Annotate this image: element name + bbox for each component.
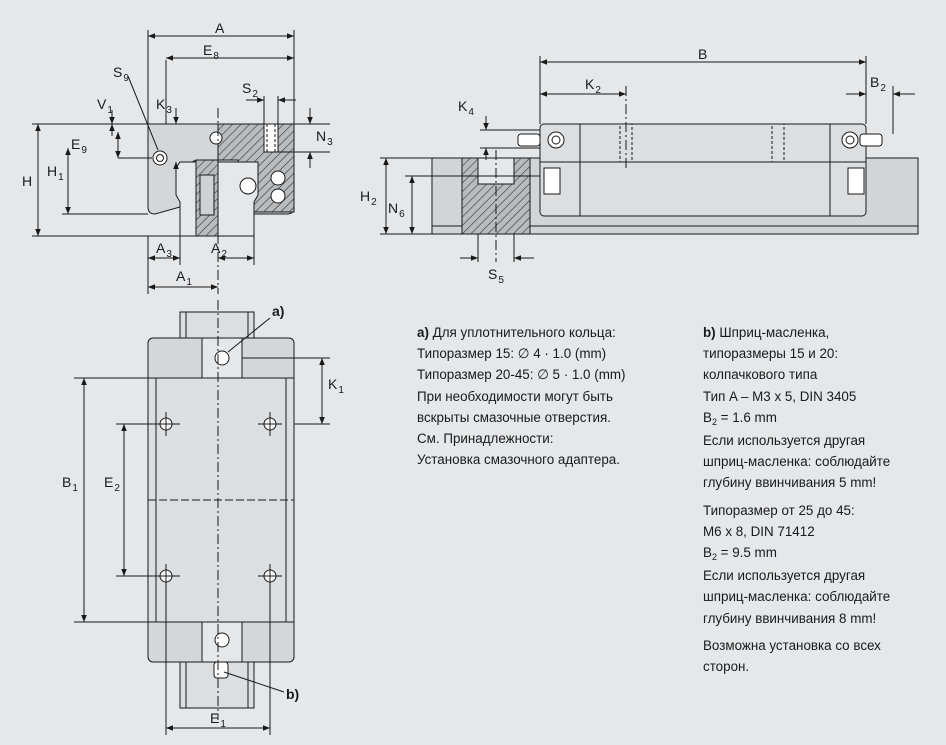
dim-K2: K2 — [585, 76, 601, 96]
dim-V1: V1 — [97, 96, 113, 116]
notes-b-line: колпачкового типа — [703, 367, 818, 383]
notes-b-line: Тип A – M3 x 5, DIN 3405 — [703, 388, 857, 404]
dim-A2: A2 — [211, 240, 227, 260]
dim-B: B — [698, 46, 708, 62]
side-block — [539, 123, 867, 217]
dim-N3: N3 — [316, 128, 333, 148]
notes-b-b2-line: B2 = 9.5 mm — [703, 545, 777, 563]
dim-E1: E1 — [210, 710, 226, 730]
side-view — [380, 56, 919, 262]
notes-a-line: См. Принадлежности: — [417, 431, 554, 447]
dim-A: A — [215, 20, 225, 36]
notes-a-line: Для уплотнительного кольца: — [432, 325, 616, 340]
notes-b-marker: b) — [703, 325, 716, 340]
dim-S5: S5 — [488, 266, 504, 286]
dim-E8: E8 — [203, 42, 219, 62]
dim-H1: H1 — [47, 163, 64, 183]
ball-circle — [239, 177, 257, 195]
notes-a-line: Типоразмер 15: ∅ 4 · 1.0 (mm) — [417, 346, 607, 362]
notes-b-line: M6 x 8, DIN 71412 — [703, 523, 815, 539]
dim-K3: K3 — [156, 96, 172, 116]
notes-b: b) Шприц-масленка, типоразмеры 15 и 20: … — [703, 322, 890, 677]
dim-A3: A3 — [156, 240, 172, 260]
dim-K4: K4 — [458, 98, 474, 118]
notes-b-line: Типоразмер от 25 до 45: — [703, 502, 855, 518]
dim-B1: B1 — [62, 474, 78, 494]
dim-H2: H2 — [360, 188, 377, 208]
notes-b-line: Возможна установка со всех — [703, 637, 881, 653]
callout-b: b) — [286, 686, 300, 702]
notes-b-line: глубину ввинчивания 5 mm! — [703, 475, 877, 491]
dim-S9: S9 — [113, 64, 129, 84]
notes-b-line: шприц-масленка: соблюдайте — [703, 454, 891, 470]
callout-a: a) — [272, 303, 285, 319]
notes-b-b2-line: B2 = 1.6 mm — [703, 409, 777, 427]
notes-b-line: Шприц-масленка, — [719, 325, 830, 340]
notes-a-marker: a) — [417, 325, 429, 340]
notes-b-line: Если используется другая — [703, 433, 866, 449]
dim-K1: K1 — [328, 376, 344, 396]
notes-a-line: вскрыты смазочные отверстия. — [417, 409, 611, 425]
notes-b-line: шприц-масленка: соблюдайте — [703, 589, 891, 605]
front-view — [32, 30, 330, 294]
notes-a-line: Установка смазочного адаптера. — [417, 452, 620, 468]
dim-N6: N6 — [388, 200, 405, 220]
dim-B2: B2 — [870, 74, 886, 94]
lube-fitting-circle — [152, 150, 168, 166]
dim-S2: S2 — [242, 80, 258, 100]
dim-H: H — [22, 173, 33, 189]
top-view — [74, 300, 330, 735]
dim-E2: E2 — [104, 474, 120, 494]
notes-b-line: глубину ввинчивания 8 mm! — [703, 610, 877, 626]
notes-b-line: типоразмеры 15 и 20: — [703, 346, 839, 362]
notes-b-line: сторон. — [703, 659, 750, 675]
notes-b-line: Если используется другая — [703, 568, 866, 584]
notes-a-line: При необходимости могут быть — [417, 388, 613, 404]
notes-a-line: Типоразмер 20-45: ∅ 5 · 1.0 (mm) — [417, 367, 626, 383]
dim-A1: A1 — [176, 268, 192, 288]
dim-E9: E9 — [71, 136, 87, 156]
notes-a: a) Для уплотнительного кольца: Типоразме… — [417, 322, 625, 470]
